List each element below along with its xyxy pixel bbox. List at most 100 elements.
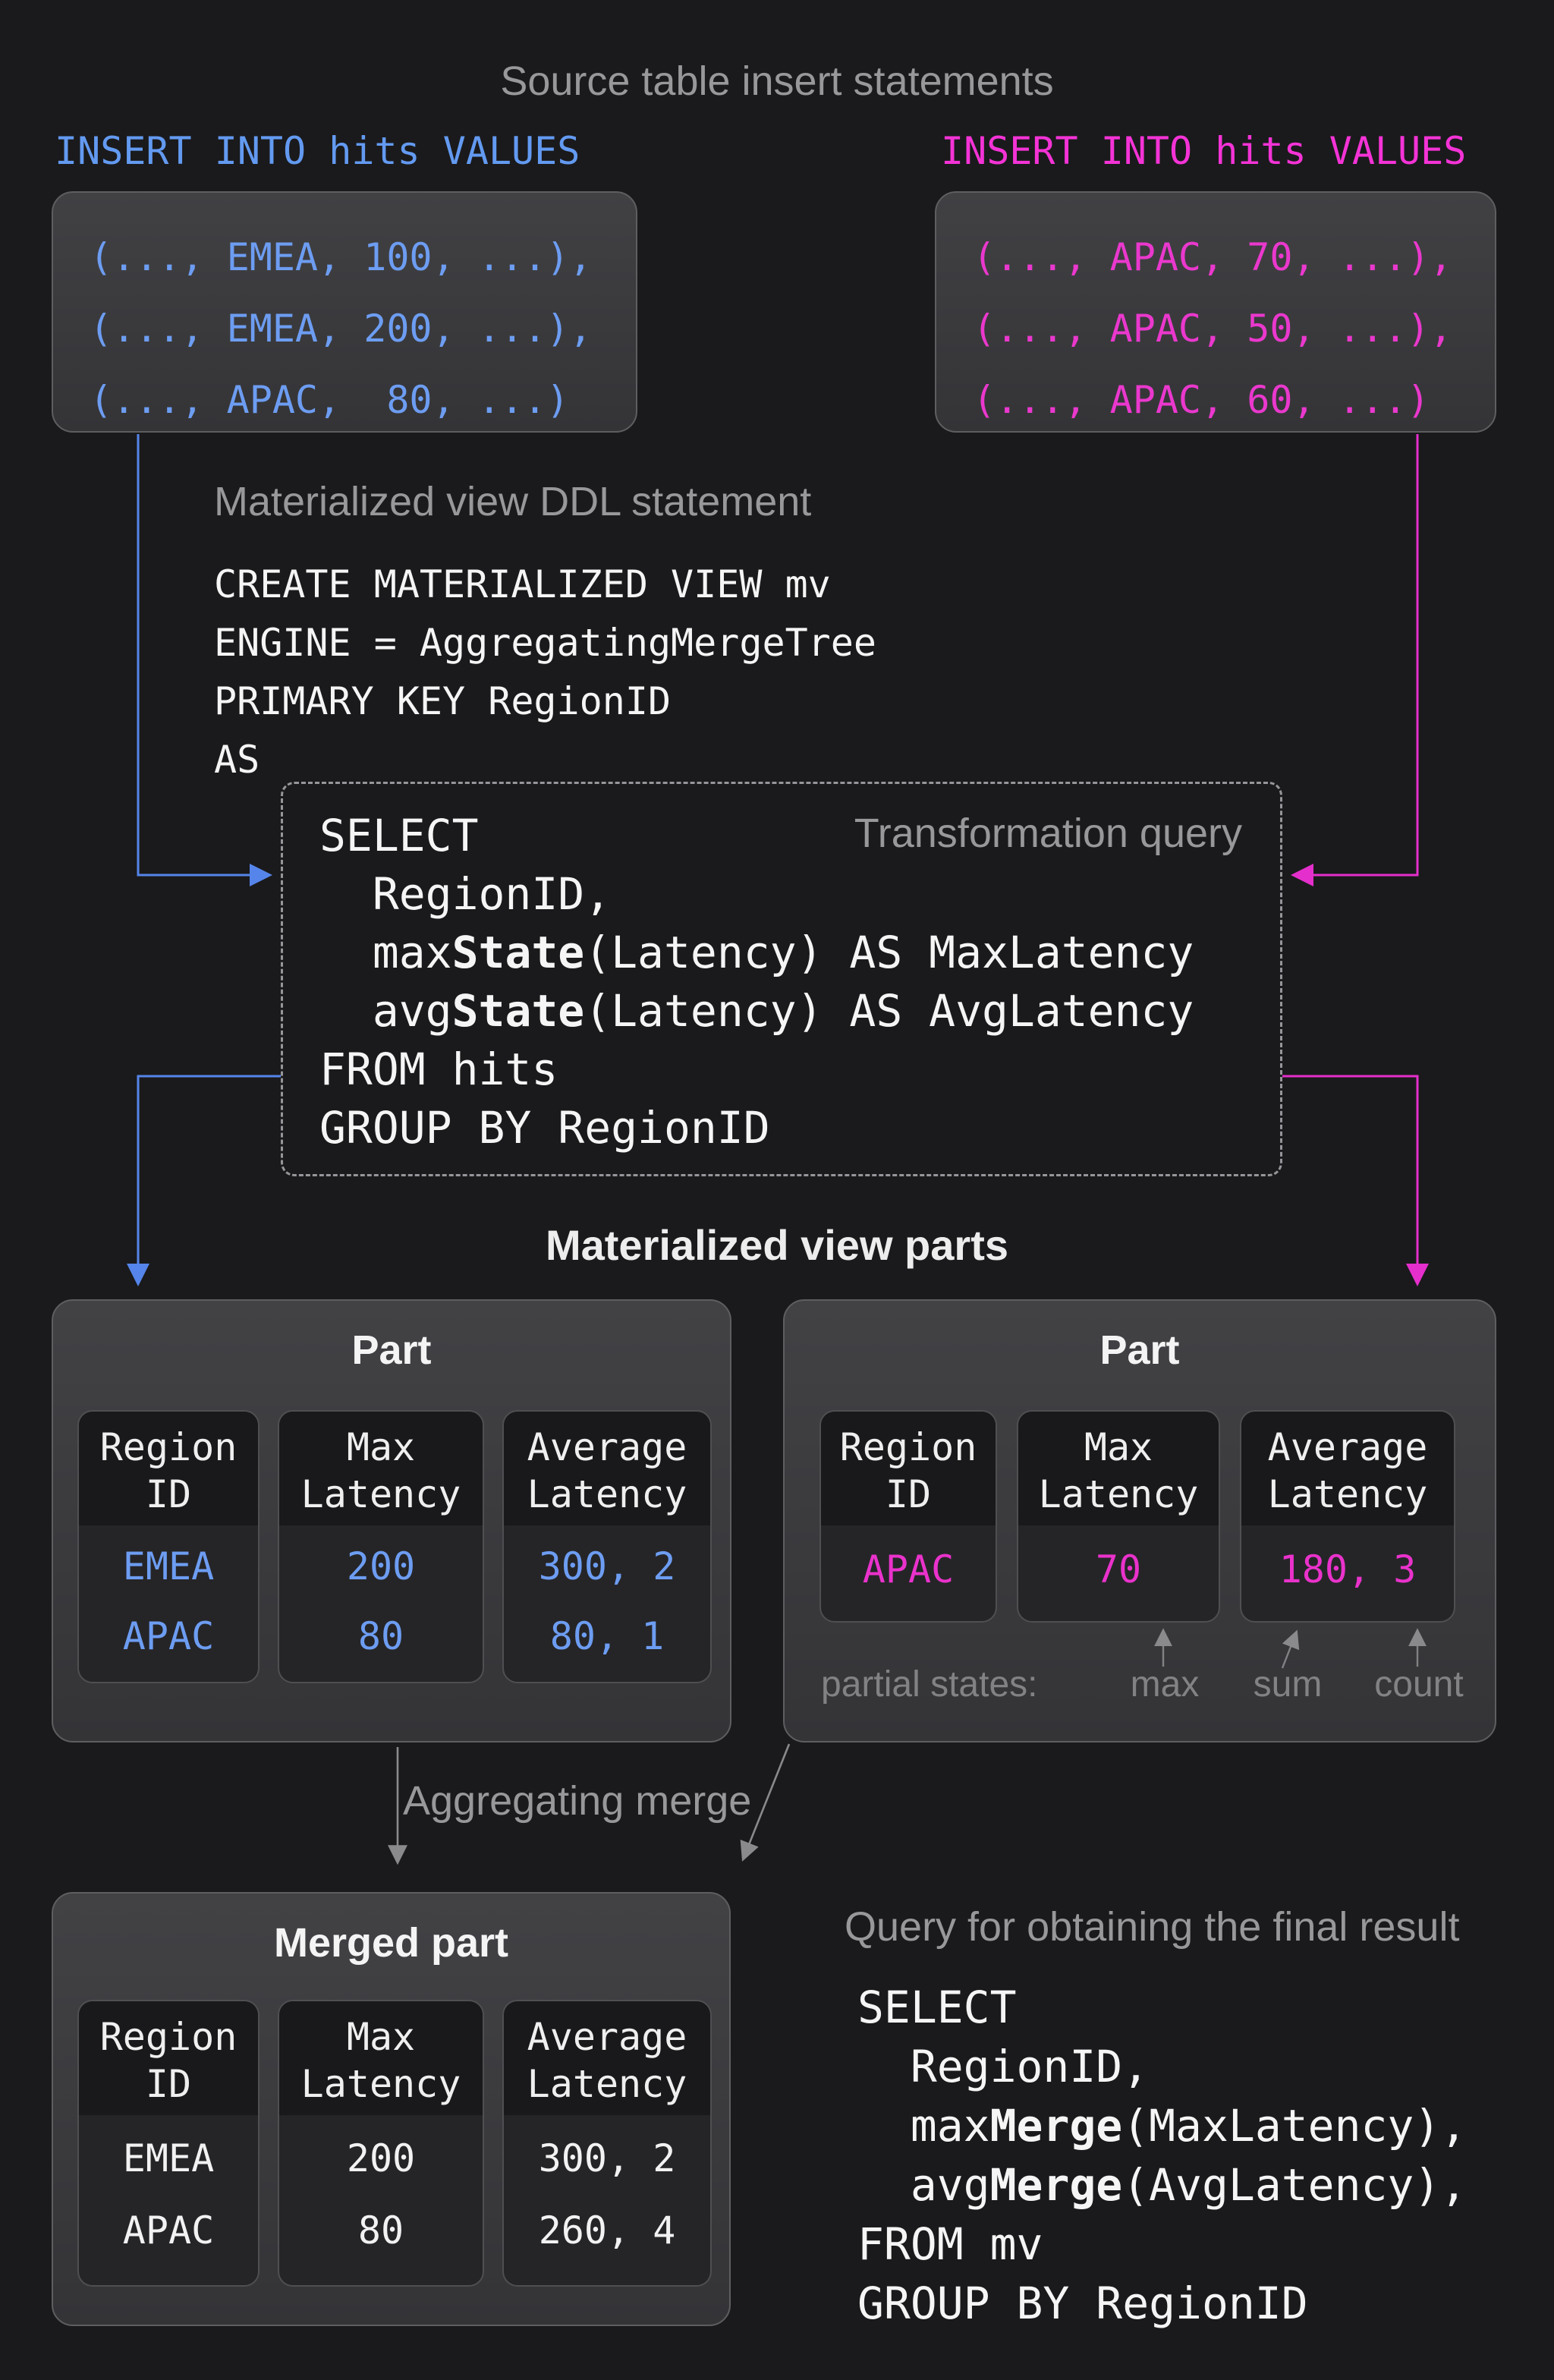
part-title: Part	[351, 1327, 432, 1373]
insert-values-box-right: (..., APAC, 70, ...), (..., APAC, 50, ...…	[935, 191, 1496, 433]
code-line: ID	[885, 1472, 932, 1516]
code-line: 80	[357, 2208, 404, 2252]
code-line: PRIMARY KEY RegionID	[214, 679, 672, 723]
code-line: 300, 2	[538, 2136, 676, 2180]
code-line: Region	[99, 2015, 238, 2059]
code-line: (..., APAC, 50, ...),	[973, 307, 1453, 351]
code-line: RegionID,	[319, 868, 612, 920]
arrow-right-insert-to-query	[1291, 434, 1419, 886]
column-values: 300, 2 260, 4	[504, 2115, 710, 2284]
code-line: Latency	[1038, 1472, 1199, 1516]
code-line: Average	[527, 1425, 687, 1469]
code-line: Average	[1267, 1425, 1428, 1469]
column-values: 200 80	[279, 2115, 483, 2284]
code-line: 200	[346, 1544, 416, 1588]
final-query-caption: Query for obtaining the final result	[845, 1904, 1460, 1950]
insert-header-left: INSERT INTO hits VALUES	[55, 129, 580, 173]
code-line: 180, 3	[1279, 1547, 1417, 1591]
code-line: ID	[145, 2062, 192, 2106]
ddl-caption: Materialized view DDL statement	[214, 479, 812, 524]
code-line: Region	[99, 1425, 238, 1469]
code-line: Max	[346, 1425, 416, 1469]
column-values: 70	[1018, 1525, 1219, 1620]
code-line: FROM mv	[857, 2218, 1043, 2270]
code-line: SELECT	[319, 810, 479, 861]
source-inserts-caption: Source table insert statements	[500, 58, 1054, 104]
code-line: APAC	[122, 2208, 215, 2252]
insert-values-box-left: (..., EMEA, 100, ...), (..., EMEA, 200, .…	[52, 191, 637, 433]
column-values: EMEA APAC	[79, 2115, 258, 2284]
code-line: Latency	[1267, 1472, 1428, 1516]
column-values: APAC	[821, 1525, 996, 1620]
code-line: APAC	[862, 1547, 955, 1591]
code-line: GROUP BY RegionID	[319, 1102, 770, 1154]
column-values: EMEA APAC	[79, 1525, 258, 1682]
code-line: Average	[527, 2015, 687, 2059]
code-line: GROUP BY RegionID	[857, 2278, 1308, 2329]
ddl-code: CREATE MATERIALIZED VIEW mv ENGINE = Aggr…	[214, 556, 876, 789]
insert-header-right: INSERT INTO hits VALUES	[941, 129, 1467, 173]
code-line: maxMerge(MaxLatency),	[857, 2100, 1467, 2152]
code-line: (..., APAC, 60, ...)	[973, 378, 1430, 422]
code-line: (..., APAC, 70, ...),	[973, 235, 1453, 279]
code-line: Max	[1084, 1425, 1153, 1469]
code-line: ID	[145, 1472, 192, 1516]
code-line: EMEA	[122, 1544, 215, 1588]
code-line: Max	[346, 2015, 416, 2059]
code-line: avgMerge(AvgLatency),	[857, 2159, 1467, 2211]
code-line: EMEA	[122, 2136, 215, 2180]
code-line: avgState(Latency) AS AvgLatency	[319, 985, 1194, 1037]
code-line: (..., APAC, 80, ...)	[90, 378, 570, 422]
code-line: 70	[1095, 1547, 1142, 1591]
materialized-parts-heading: Materialized view parts	[545, 1221, 1008, 1269]
aggregating-merge-label: Aggregating merge	[403, 1778, 752, 1824]
code-line: RegionID,	[857, 2041, 1150, 2092]
transformation-query-box: Transformation query SELECT RegionID, ma…	[281, 782, 1282, 1176]
column-values: 180, 3	[1241, 1525, 1454, 1620]
partial-states-label: partial states:	[821, 1664, 1038, 1705]
part-title: Part	[1099, 1327, 1180, 1373]
code-line: Latency	[300, 1472, 461, 1516]
column-values: 200 80	[279, 1525, 483, 1682]
code-line: CREATE MATERIALIZED VIEW mv	[214, 562, 831, 606]
code-line: 260, 4	[538, 2208, 676, 2252]
code-line: (..., EMEA, 200, ...),	[90, 307, 593, 351]
code-line: ENGINE = AggregatingMergeTree	[214, 621, 876, 665]
code-line: Latency	[300, 2062, 461, 2106]
partial-tag-max: max	[1130, 1664, 1200, 1705]
code-line: (..., EMEA, 100, ...),	[90, 235, 593, 279]
code-line: Latency	[527, 2062, 687, 2106]
code-line: 300, 2	[538, 1544, 676, 1588]
code-line: Latency	[527, 1472, 687, 1516]
code-line: 80	[357, 1614, 404, 1658]
code-line: maxState(Latency) AS MaxLatency	[319, 927, 1194, 978]
code-line: 200	[346, 2136, 416, 2180]
code-line: APAC	[122, 1614, 215, 1658]
code-line: AS	[214, 738, 260, 782]
partial-tag-count: count	[1374, 1664, 1464, 1705]
transformation-caption: Transformation query	[854, 811, 1242, 856]
transformation-code: SELECT RegionID, maxState(Latency) AS Ma…	[319, 807, 1194, 1157]
code-line: Region	[839, 1425, 977, 1469]
